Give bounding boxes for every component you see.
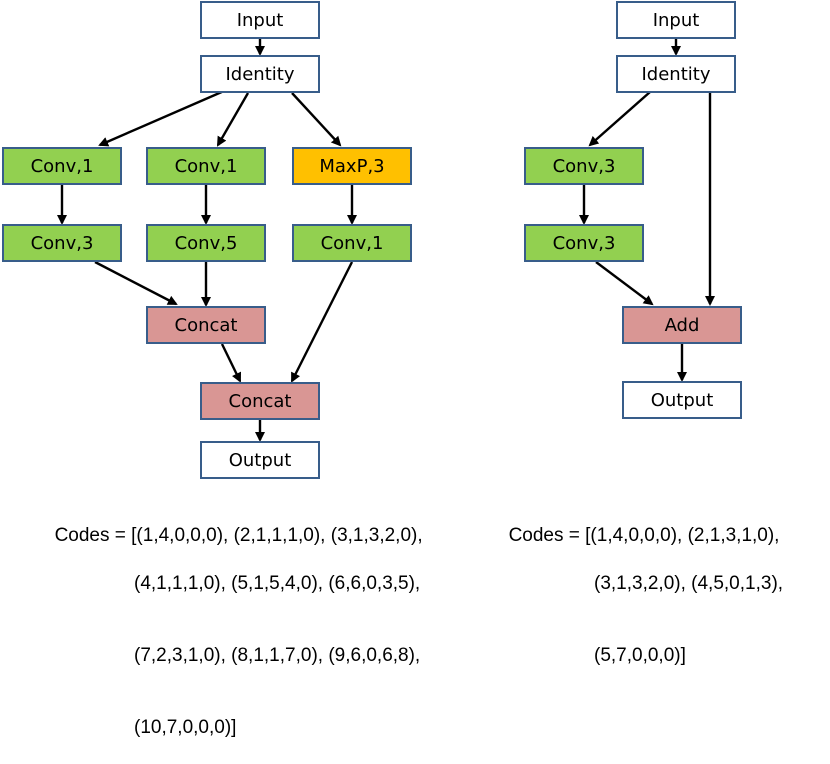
left-node-label-input: Input: [237, 10, 284, 31]
left-node-box-conv1c: [292, 224, 412, 262]
left-node-box-conv1a: [2, 147, 122, 185]
left-node-label-maxp3: MaxP,3: [319, 156, 384, 177]
left-node-label-concat1: Concat: [175, 315, 238, 336]
left-node-box-concat1: [146, 306, 266, 344]
right-codes-line-3: (5,7,0,0,0)]: [594, 645, 686, 666]
right-node-box-conv3a: [524, 147, 644, 185]
right-node-output: Output: [622, 381, 742, 419]
left-node-box-conv3: [2, 224, 122, 262]
left-node-label-identity: Identity: [226, 64, 295, 85]
left-node-box-output: [200, 441, 320, 479]
left-node-label-conv1b: Conv,1: [175, 156, 238, 177]
left-codes: Codes = [(1,4,0,0,0), (2,1,1,1,0), (3,1,…: [44, 500, 423, 764]
left-node-box-concat2: [200, 382, 320, 420]
right-node-label-input: Input: [653, 10, 700, 31]
right-graph-edges: [579, 38, 715, 382]
right-codes: Codes = [(1,4,0,0,0), (2,1,3,1,0), (3,1,…: [498, 500, 783, 692]
left-edge-identity-to-conv1b: [216, 92, 250, 147]
left-node-box-maxp3: [292, 147, 412, 185]
left-codes-line-1: [(1,4,0,0,0), (2,1,1,1,0), (3,1,3,2,0),: [131, 525, 423, 546]
left-codes-label: Codes =: [54, 525, 126, 546]
left-node-label-conv3: Conv,3: [31, 233, 94, 254]
left-edge-conv3-to-concat1: [94, 260, 178, 306]
right-node-box-conv3b: [524, 224, 644, 262]
left-codes-line-3: (7,2,3,1,0), (8,1,1,7,0), (9,6,0,6,8),: [134, 645, 421, 666]
right-codes-line-2: (3,1,3,2,0), (4,5,0,1,3),: [594, 573, 784, 594]
left-node-label-concat2: Concat: [229, 391, 292, 412]
right-node-label-conv3b: Conv,3: [553, 233, 616, 254]
right-node-box-input: [616, 1, 736, 39]
left-node-label-output: Output: [229, 450, 292, 471]
left-codes-line-2: (4,1,1,1,0), (5,1,5,4,0), (6,6,0,3,5),: [134, 573, 421, 594]
right-node-box-add: [622, 306, 742, 344]
left-edge-identity-to-conv1a: [98, 89, 225, 147]
left-node-label-conv1a: Conv,1: [31, 156, 94, 177]
right-node-label-output: Output: [651, 390, 714, 411]
left-node-conv5: Conv,5: [146, 224, 266, 262]
left-node-label-conv1c: Conv,1: [321, 233, 384, 254]
right-node-input: Input: [616, 1, 736, 39]
left-node-conv1b: Conv,1: [146, 147, 266, 185]
right-edge-identity-to-conv3a: [588, 91, 651, 147]
left-node-input: Input: [200, 1, 320, 39]
right-node-label-identity: Identity: [642, 64, 711, 85]
right-codes-line-1: [(1,4,0,0,0), (2,1,3,1,0),: [585, 525, 780, 546]
left-node-box-identity: [200, 55, 320, 93]
left-node-identity: Identity: [200, 55, 320, 93]
right-node-label-add: Add: [665, 315, 700, 336]
right-node-conv3b: Conv,3: [524, 224, 644, 262]
left-node-box-conv1b: [146, 147, 266, 185]
left-node-conv1a: Conv,1: [2, 147, 122, 185]
left-node-box-conv5: [146, 224, 266, 262]
left-codes-line-4: (10,7,0,0,0)]: [134, 717, 237, 738]
left-node-output: Output: [200, 441, 320, 479]
left-edge-identity-to-maxp3: [291, 92, 342, 147]
right-node-conv3a: Conv,3: [524, 147, 644, 185]
left-node-concat1: Concat: [146, 306, 266, 344]
left-node-box-input: [200, 1, 320, 39]
left-node-conv1c: Conv,1: [292, 224, 412, 262]
left-edge-concat1-to-concat2: [220, 343, 242, 383]
left-node-label-conv5: Conv,5: [175, 233, 238, 254]
right-node-add: Add: [622, 306, 742, 344]
left-graph-edges: [57, 38, 357, 442]
left-node-concat2: Concat: [200, 382, 320, 420]
left-edge-conv1c-to-concat2: [290, 261, 354, 383]
right-node-identity: Identity: [616, 55, 736, 93]
right-node-box-identity: [616, 55, 736, 93]
right-node-box-output: [622, 381, 742, 419]
left-node-maxp3: MaxP,3: [292, 147, 412, 185]
right-codes-label: Codes =: [508, 525, 580, 546]
right-edge-conv3b-to-add: [595, 261, 654, 306]
right-node-label-conv3a: Conv,3: [553, 156, 616, 177]
left-node-conv3: Conv,3: [2, 224, 122, 262]
